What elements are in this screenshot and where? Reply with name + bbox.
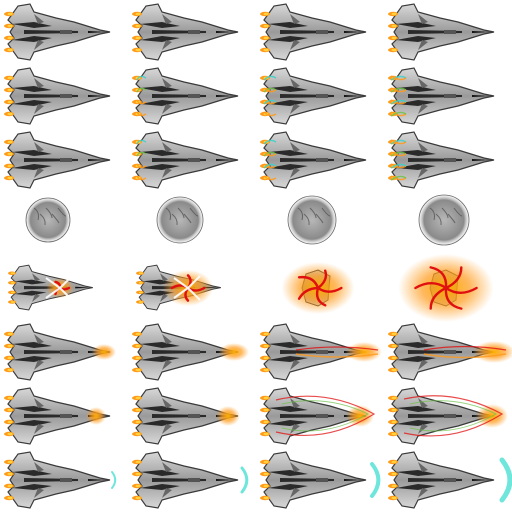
sprite-frame-explode-1 — [0, 256, 128, 320]
engine-trail-effect — [390, 75, 407, 117]
fighter-ship-sprite — [4, 131, 111, 189]
sprite-frame-explode-3 — [256, 256, 384, 320]
fighter-ship-sprite — [260, 451, 367, 509]
nose-flare-effect — [423, 341, 512, 363]
fighter-ship-sprite — [260, 131, 367, 189]
sprite-frame-fire-4 — [384, 320, 512, 384]
sprite-frame-shield-4 — [384, 448, 512, 512]
shield-arc-effect — [111, 471, 117, 489]
sprite-frame-boost-2 — [128, 64, 256, 128]
engine-trail-effect — [263, 139, 277, 181]
debris-disc-sprite — [25, 197, 71, 243]
engine-trail-effect — [136, 139, 147, 181]
sprite-frame-boost-4 — [384, 64, 512, 128]
shield-arc-effect — [240, 466, 249, 494]
sprite-frame-thrust-1 — [0, 128, 128, 192]
fighter-ship-sprite — [388, 131, 495, 189]
sprite-frame-debris-4 — [384, 192, 512, 256]
sprite-frame-thrust-4 — [384, 128, 512, 192]
sprite-frame-charge-3 — [256, 384, 384, 448]
sprite-frame-shield-3 — [256, 448, 384, 512]
fighter-ship-sprite — [388, 67, 495, 125]
sprite-frame-thrust-2 — [128, 128, 256, 192]
fighter-ship-sprite — [388, 3, 495, 61]
fighter-ship-sprite — [132, 387, 239, 445]
sprite-frame-debris-3 — [256, 192, 384, 256]
explosion-effect — [162, 270, 214, 306]
fighter-ship-sprite — [132, 323, 239, 381]
sprite-frame-thrust-3 — [256, 128, 384, 192]
shield-arc-effect — [370, 462, 381, 498]
sprite-frame-explode-2 — [128, 256, 256, 320]
fighter-ship-sprite — [132, 451, 239, 509]
explosion-effect — [398, 254, 494, 322]
engine-trail-effect — [263, 75, 277, 117]
fighter-ship-sprite — [4, 451, 111, 509]
explosion-effect — [45, 275, 74, 301]
sprite-frame-boost-1 — [0, 64, 128, 128]
shield-arc-effect — [499, 457, 512, 503]
nose-flare-effect — [92, 344, 116, 360]
sprite-frame-charge-2 — [128, 384, 256, 448]
center-flare-effect — [403, 395, 508, 437]
sprite-frame-shield-2 — [128, 448, 256, 512]
fighter-ship-sprite — [388, 387, 495, 445]
center-flare-effect — [86, 407, 106, 425]
debris-disc-sprite — [287, 195, 337, 245]
sprite-frame-charge-4 — [384, 384, 512, 448]
nose-flare-effect — [295, 342, 382, 362]
sprite-frame-boost-3 — [256, 64, 384, 128]
fighter-ship-sprite — [4, 387, 111, 445]
sprite-frame-shield-1 — [0, 448, 128, 512]
sprite-frame-idle-1 — [0, 0, 128, 64]
fighter-ship-sprite — [260, 67, 367, 125]
nose-flare-effect — [219, 343, 249, 361]
fighter-ship-sprite — [132, 3, 239, 61]
fighter-ship-sprite — [4, 67, 111, 125]
sprite-frame-charge-1 — [0, 384, 128, 448]
sprite-frame-debris-2 — [128, 192, 256, 256]
sprite-frame-explode-4 — [384, 254, 512, 322]
sprite-frame-debris-1 — [0, 192, 128, 256]
explosion-effect — [281, 262, 355, 314]
fighter-ship-sprite — [260, 323, 367, 381]
center-flare-effect — [275, 395, 376, 437]
debris-disc-sprite — [156, 196, 204, 244]
fighter-ship-sprite — [132, 67, 239, 125]
engine-trail-effect — [136, 75, 147, 117]
fighter-ship-sprite — [388, 451, 495, 509]
fighter-ship-sprite — [260, 3, 367, 61]
sprite-frame-idle-2 — [128, 0, 256, 64]
sprite-frame-idle-4 — [384, 0, 512, 64]
debris-disc-sprite — [418, 194, 470, 246]
center-flare-effect — [216, 406, 240, 426]
engine-trail-effect — [390, 139, 407, 181]
fighter-ship-sprite — [260, 387, 367, 445]
fighter-ship-sprite — [4, 3, 111, 61]
sprite-frame-fire-1 — [0, 320, 128, 384]
sprite-frame-fire-3 — [256, 320, 384, 384]
sprite-frame-idle-3 — [256, 0, 384, 64]
sprite-frame-fire-2 — [128, 320, 256, 384]
fighter-ship-sprite — [132, 131, 239, 189]
